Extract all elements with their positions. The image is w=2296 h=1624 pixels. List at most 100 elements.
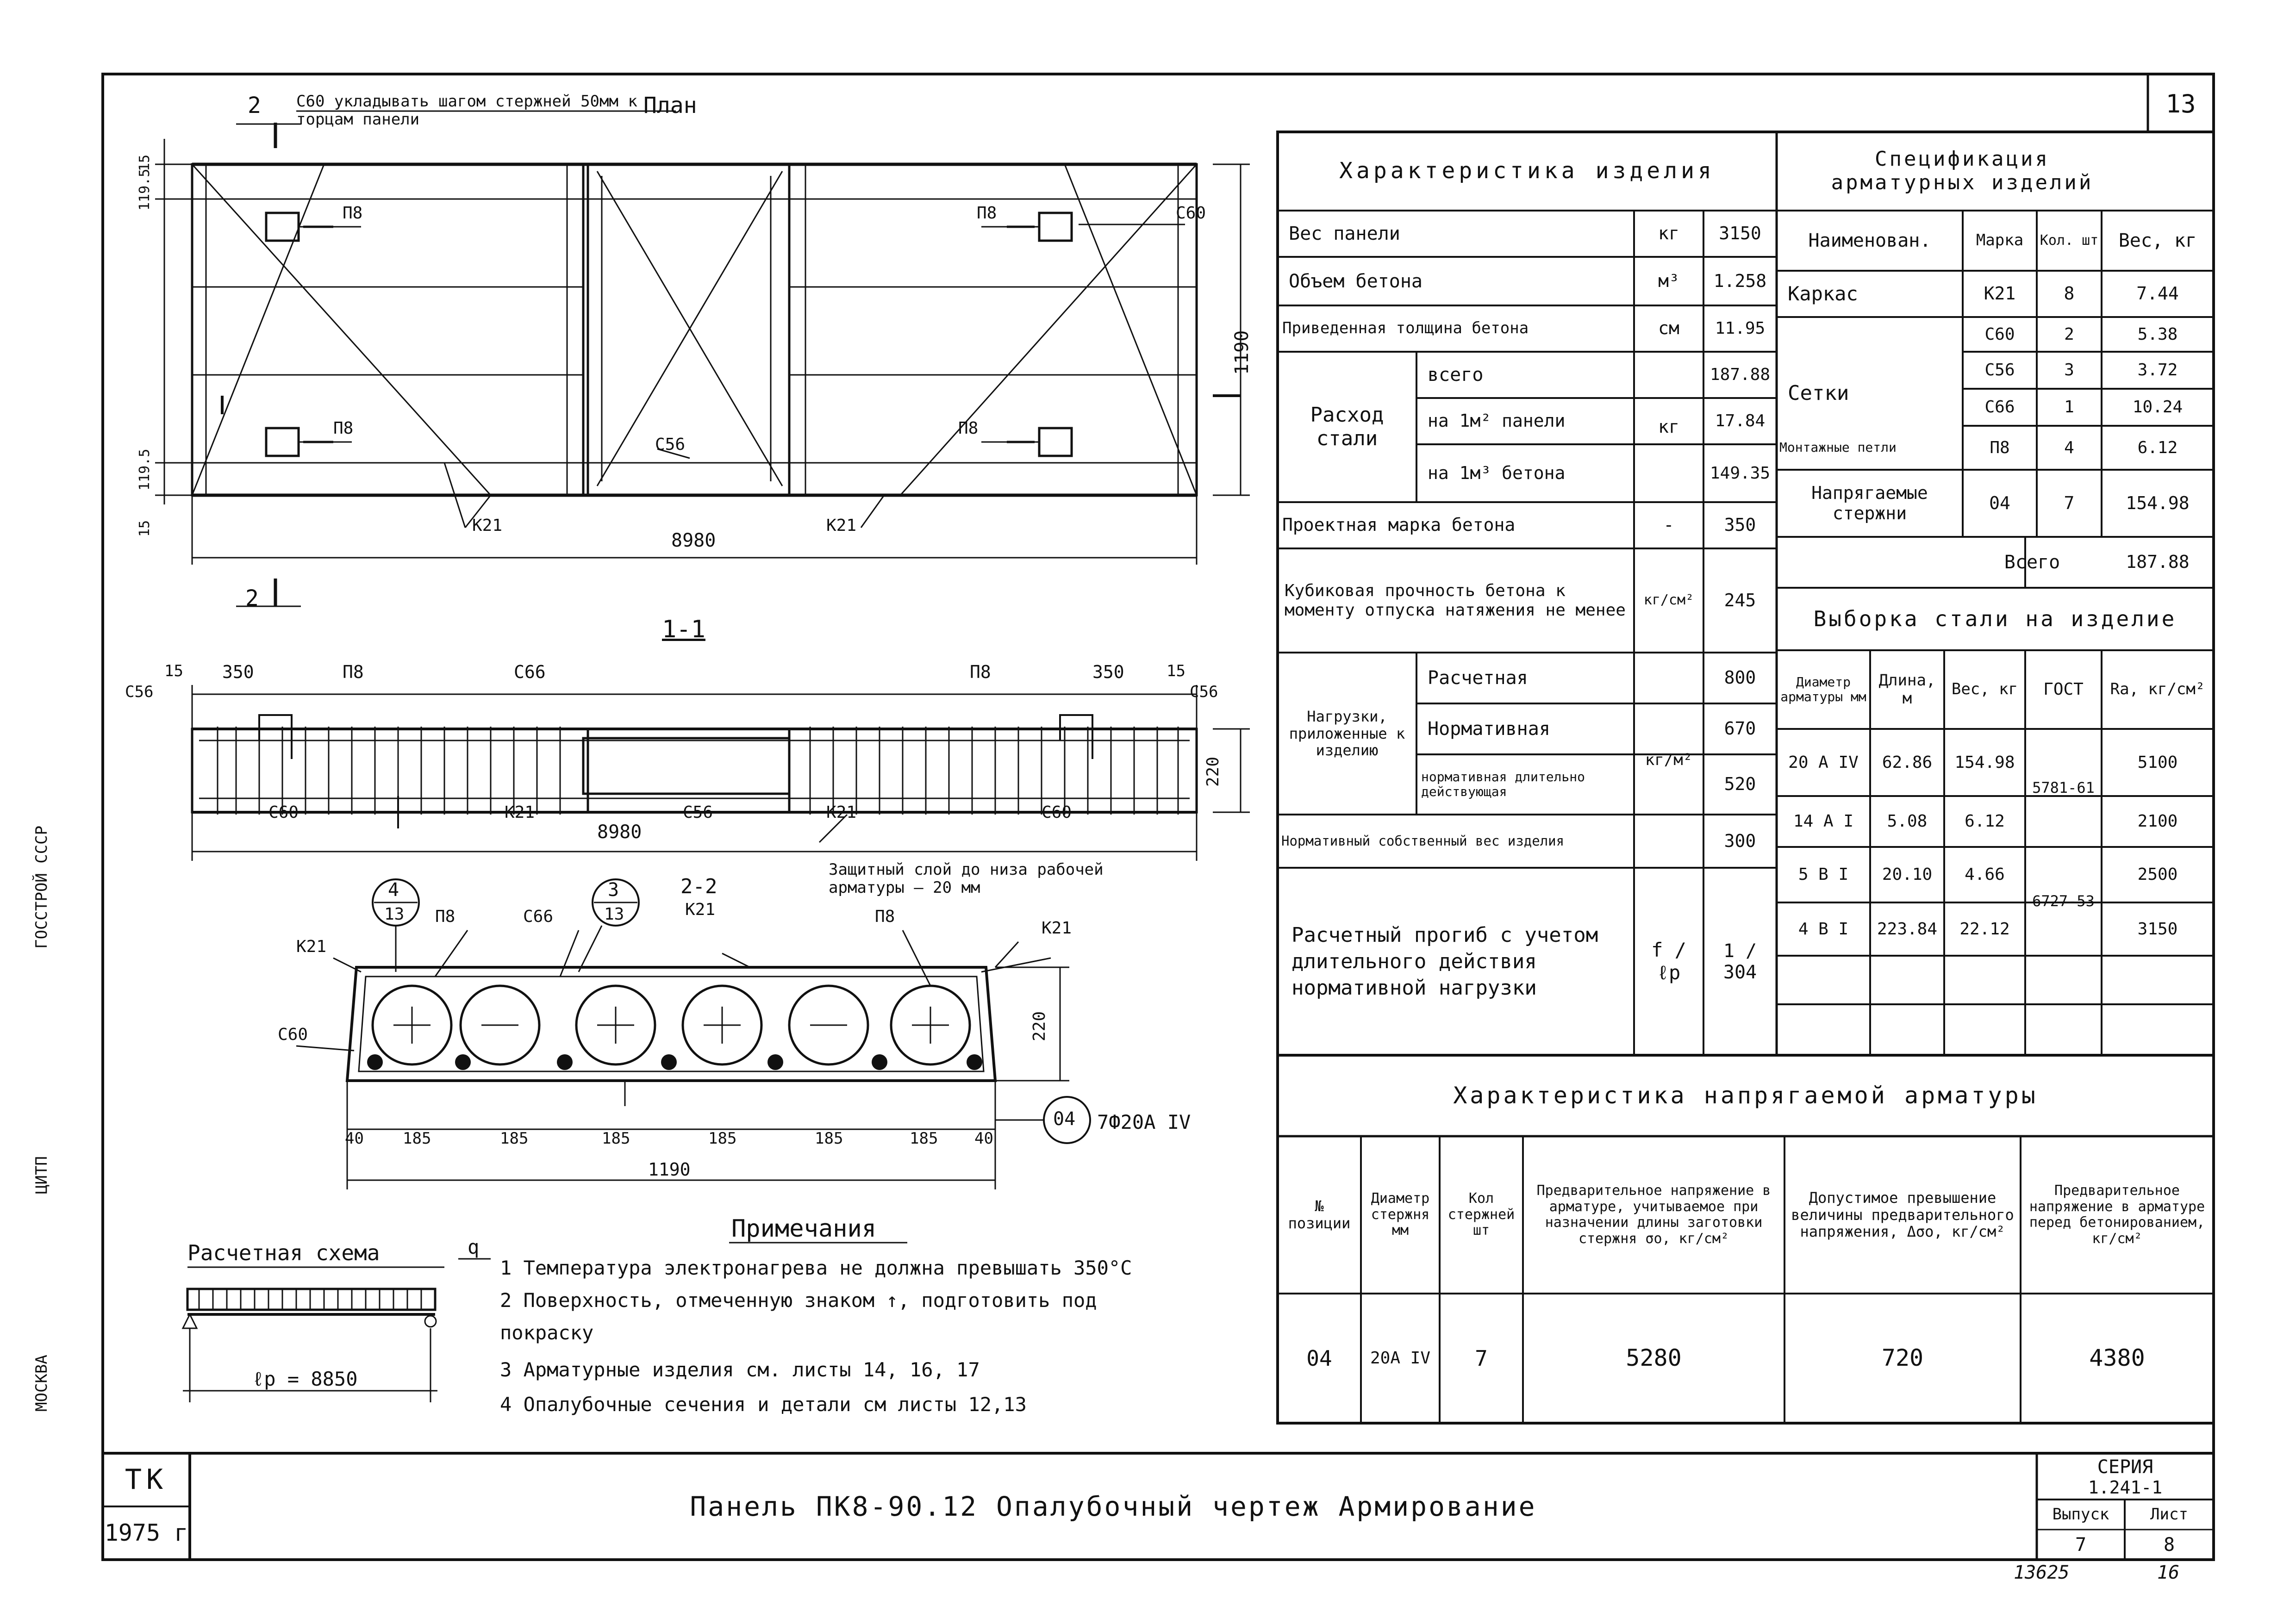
s22-width: 1190 — [648, 1159, 691, 1180]
scheme-title: Расчетная схема — [187, 1240, 380, 1265]
steel-r2-d: 14 А I — [1793, 812, 1854, 831]
s11-label-c56-right: С56 — [1190, 683, 1218, 701]
own-weight: Нормативный собственный вес изделия — [1281, 833, 1565, 849]
s11-label-c56-mid: С56 — [683, 803, 713, 822]
bubble-4-top: 4 — [388, 879, 399, 901]
bottom-code-2: 16 — [2157, 1562, 2180, 1583]
spec-total-label: Всего — [2004, 552, 2060, 573]
spec-row-loops-weight: 6.12 — [2137, 438, 2178, 457]
s11-label-p8-right: П8 — [970, 662, 991, 682]
spec-row-tendons-weight: 154.98 — [2126, 492, 2190, 513]
load-design-value: 800 — [1724, 667, 1756, 688]
s11-length: 8980 — [597, 821, 642, 843]
s22-dim-5: 185 — [708, 1129, 737, 1148]
s11-dim-15-left: 15 — [164, 662, 183, 680]
prestress-col-diam: Диаметр стержня мм — [1371, 1190, 1430, 1239]
steel-r1-ra: 5100 — [2137, 753, 2178, 772]
steel-col-weight: Вес, кг — [1951, 680, 2018, 699]
s11-label-p8-left: П8 — [343, 662, 364, 682]
s22-dim-1: 40 — [345, 1129, 364, 1148]
loads-label: Нагрузки, приложенные к изделию — [1289, 707, 1405, 759]
bubble-4-bottom: 13 — [384, 905, 405, 924]
spec-row-c56-qty: 3 — [2064, 361, 2074, 380]
spec-row-c56-mark: С56 — [1984, 361, 2015, 380]
steel-r4-w: 22.12 — [1959, 919, 2010, 939]
spec-col-weight: Вес, кг — [2118, 230, 2197, 251]
spec-row-frame-mark: К21 — [1984, 283, 2016, 304]
deflection: Расчетный прогиб с учетом длительного де… — [1292, 923, 1598, 1000]
prestress-col-s0: Предварительное напряжение в арматуре, у… — [1536, 1182, 1771, 1247]
spec-row-loops-qty: 4 — [2064, 438, 2074, 457]
spec-header: Спецификация арматурных изделий — [1831, 147, 2094, 194]
series-label: СЕРИЯ — [2097, 1456, 2153, 1478]
s11-label-c66: С66 — [514, 662, 546, 682]
spec-row-tendons-qty: 7 — [2064, 492, 2075, 513]
plan-dim-left-2: 119.5 — [137, 168, 153, 211]
design-scheme — [181, 1242, 907, 1402]
steel-r2-len: 5.08 — [1887, 812, 1928, 831]
s22-label-c60: С60 — [278, 1025, 308, 1044]
steel-r1-len: 62.86 — [1882, 753, 1933, 772]
plan-note: С60 укладывать шагом стержней 50мм к тор… — [296, 92, 637, 129]
sheet-label: Лист — [2150, 1505, 2188, 1524]
s22-label-p8-right: П8 — [875, 907, 895, 926]
plan-title: План — [643, 93, 697, 118]
prestress-col-qty: Кол стержней шт — [1447, 1190, 1515, 1239]
section-mark-top: 2 — [248, 93, 261, 118]
steel-r3-ra: 2500 — [2137, 865, 2178, 884]
prestress-s1: 4380 — [2089, 1344, 2145, 1372]
spec-row-c60-mark: С60 — [1984, 324, 2015, 344]
prestress-s0: 5280 — [1626, 1344, 1682, 1372]
margin-text-org: ЦИТП — [32, 1156, 51, 1194]
steel-row-total: всего — [1428, 364, 1484, 386]
steel-row-per-m2: на 1м² панели — [1428, 411, 1566, 431]
deflection-unit: f / ℓр — [1651, 939, 1686, 984]
prestress-pos: 04 — [1306, 1345, 1332, 1371]
issue-label: Выпуск — [2052, 1505, 2109, 1524]
plan-label-c60: С60 — [1176, 204, 1206, 223]
spec-row-tendons: Напрягаемые стержни — [1811, 482, 1928, 523]
s22-dim-7: 185 — [910, 1129, 938, 1148]
s11-label-c60-left: С60 — [268, 803, 299, 822]
load-normative-value: 670 — [1724, 718, 1756, 739]
bubble-3-top: 3 — [608, 879, 619, 901]
scheme-q: q — [468, 1236, 480, 1258]
section-1-1 — [191, 685, 1250, 861]
product-row-weight: Вес панели — [1289, 223, 1400, 244]
steel-value-total: 187.88 — [1710, 365, 1771, 385]
margin-text-city: МОСКВА — [32, 1355, 51, 1412]
spec-row-c66-qty: 1 — [2064, 398, 2074, 417]
plan-label-p8-1: П8 — [343, 204, 363, 223]
steel-r3-w: 4.66 — [1965, 865, 2005, 884]
note-3: 3 Арматурные изделия см. листы 14, 16, 1… — [500, 1358, 980, 1381]
steel-col-ra: Ra, кг/см² — [2110, 680, 2205, 699]
bottom-code-1: 13625 — [2014, 1562, 2070, 1583]
spec-row-c60-weight: 5.38 — [2137, 324, 2178, 344]
note-2: 2 Поверхность, отмеченную знаком ↑, подг… — [500, 1289, 1097, 1312]
steel-r1-d: 20 А IV — [1788, 753, 1859, 772]
product-header: Характеристика изделия — [1339, 158, 1715, 184]
note-4: 4 Опалубочные сечения и детали см листы … — [500, 1393, 1027, 1416]
product-row-thickness: Приведенная толщина бетона — [1282, 319, 1529, 338]
spec-row-meshes: Сетки — [1788, 381, 1849, 405]
prestress-d: 20А IV — [1370, 1349, 1431, 1368]
prestress-col-s1: Предварительное напряжение в арматуре пе… — [2029, 1182, 2205, 1247]
prestress-header: Характеристика напрягаемой арматуры — [1453, 1082, 2038, 1109]
steel-unit: кг — [1658, 416, 1679, 437]
plan-label-p8-3: П8 — [977, 204, 997, 223]
plan-label-k21-2: К21 — [826, 516, 857, 535]
spec-total-value: 187.88 — [2126, 552, 2190, 572]
cube-strength-value: 245 — [1724, 590, 1756, 610]
scheme-lp: ℓр = 8850 — [252, 1368, 358, 1390]
product-row-weight-value: 3150 — [1719, 223, 1761, 244]
steel-r2-w: 6.12 — [1965, 812, 2005, 831]
concrete-grade-unit: - — [1663, 515, 1674, 535]
sheet-no-value: 8 — [2163, 1534, 2175, 1556]
spec-row-c56-weight: 3.72 — [2137, 361, 2178, 380]
plan-label-p8-4: П8 — [958, 419, 979, 438]
steel-r3-d: 5 В I — [1798, 865, 1849, 884]
s11-height: 220 — [1204, 756, 1223, 787]
sheet-title: Панель ПК8-90.12 Опалубочный чертеж Арми… — [690, 1490, 1537, 1522]
s22-dim-2: 185 — [403, 1129, 431, 1148]
